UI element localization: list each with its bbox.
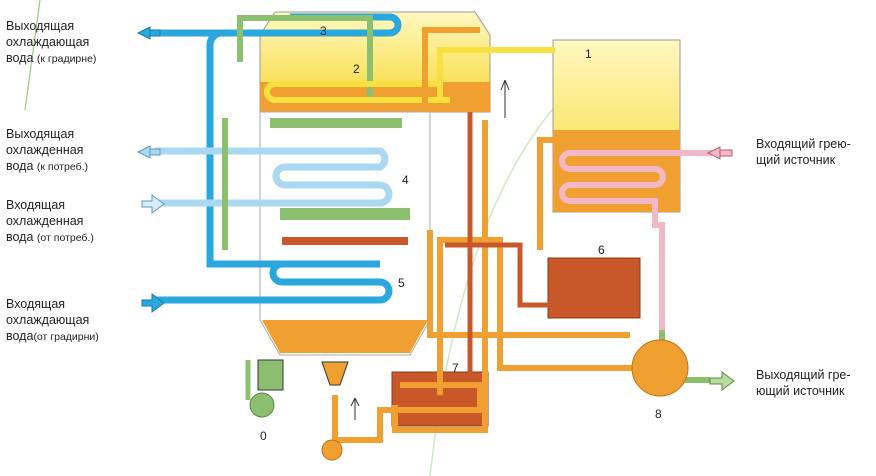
chilled-water-coil (155, 147, 393, 207)
flow-arrows (136, 26, 735, 420)
vapor-pipe (264, 47, 555, 103)
label-1: 1 (585, 47, 592, 61)
label-6: 6 (598, 243, 605, 257)
label-8: 8 (655, 407, 662, 421)
text: щий источник (756, 153, 836, 167)
label-7: 7 (452, 361, 459, 375)
label-4: 4 (402, 173, 409, 187)
text: Входящая (6, 297, 66, 311)
arrow-heat-in-icon (706, 146, 733, 160)
text: вода (6, 51, 34, 65)
text: охлаждающая (6, 313, 90, 327)
label-cooling-water-out: Выходящая охлаждающая вода (к градирне) (6, 18, 96, 67)
text: Выходящая (6, 19, 75, 33)
text: (от потреб.) (36, 232, 94, 244)
text: (к градирне) (36, 53, 97, 65)
arrow-chilled-in-icon (141, 194, 165, 214)
text: (от градирни) (33, 331, 99, 343)
solution-pump (321, 439, 343, 461)
text: охлаждающая (6, 35, 90, 49)
cooling-water-pipe (150, 13, 402, 304)
label-cooling-water-in: Входящая охлаждающая вода(от градирни) (6, 296, 99, 345)
solution-pipe (332, 27, 640, 443)
heating-coil (559, 150, 712, 330)
pump-0 (249, 392, 275, 418)
text: вода (6, 329, 34, 343)
text: ющий источник (756, 384, 845, 398)
arrow-heat-out-icon (709, 371, 735, 391)
arrow-chilled-out-icon (136, 145, 161, 159)
filter-0-icon (257, 359, 284, 391)
text: вода (6, 159, 34, 173)
label-3: 3 (320, 24, 327, 38)
background-line (24, 0, 41, 111)
label-2: 2 (353, 62, 360, 76)
text: (к потреб.) (36, 161, 89, 173)
arrow-cooling-in-icon (141, 293, 165, 313)
text: Входящая (6, 198, 66, 212)
arrow-cooling-out-icon (136, 26, 161, 40)
pump-8 (631, 339, 689, 397)
label-5: 5 (398, 276, 405, 290)
text: Входящий грею- (756, 137, 851, 151)
strong-solution-pipe (445, 112, 620, 380)
text: Выходящий гре- (756, 368, 851, 382)
label-chilled-water-in: Входящая охлажденная вода (от потреб.) (6, 197, 94, 246)
text: охлажденная (6, 143, 84, 157)
heat-exchanger-6 (547, 257, 641, 319)
text: охлажденная (6, 214, 84, 228)
filter-icon (321, 361, 349, 386)
text: вода (6, 230, 34, 244)
label-heat-source-in: Входящий грею- щий источник (756, 136, 851, 168)
label-heat-source-out: Выходящий гре- ющий источник (756, 367, 851, 399)
text: Выходящая (6, 127, 75, 141)
label-chilled-water-out: Выходящая охлажденная вода (к потреб.) (6, 126, 88, 175)
label-0: 0 (260, 429, 267, 443)
